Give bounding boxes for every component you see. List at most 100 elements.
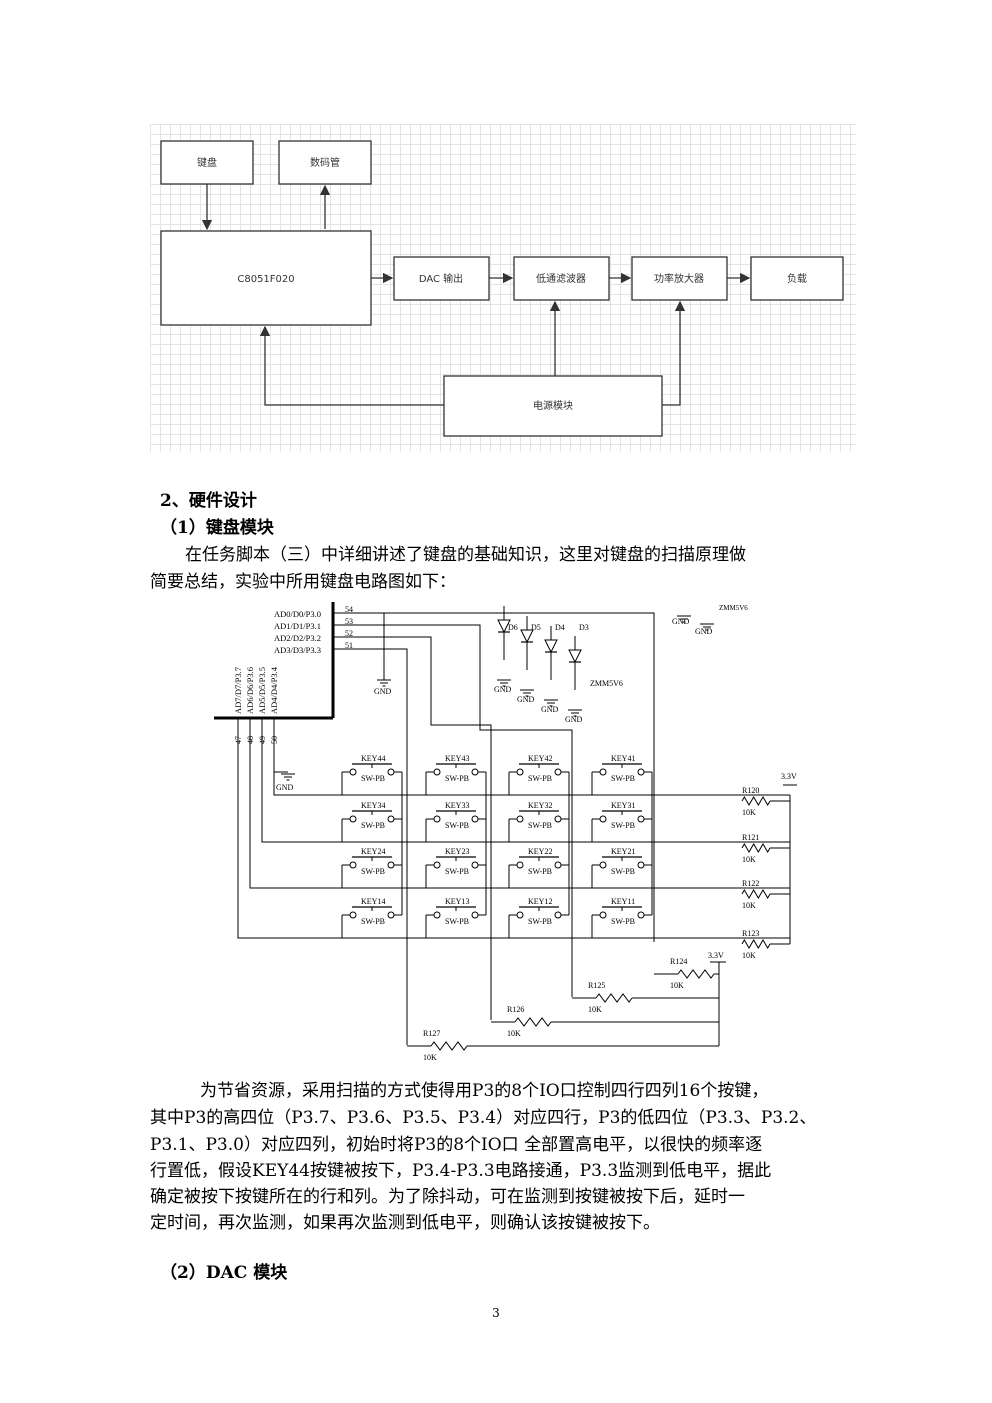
switch-contact xyxy=(599,815,607,823)
explain-paragraph-line: 其中P3的高四位（P3.7、P3.6、P3.5、P3.4）对应四行，P3的低四位… xyxy=(150,1108,817,1128)
key-label: KEY44 xyxy=(361,754,385,763)
switch-contact xyxy=(637,911,645,919)
vcc-label: 3.3V xyxy=(781,772,797,781)
key-label: KEY31 xyxy=(611,801,635,810)
port-pin-label: AD3/D3/P3.3 xyxy=(274,645,321,655)
gnd-label: GND xyxy=(517,695,535,704)
switch-contact xyxy=(433,861,441,869)
switch-type-label: SW-PB xyxy=(445,867,469,876)
pin-number: 52 xyxy=(345,629,353,638)
wire xyxy=(249,718,790,889)
display-label: 数码管 xyxy=(310,156,340,169)
diode-label: D3 xyxy=(579,623,589,632)
wire xyxy=(273,718,790,796)
switch-type-label: SW-PB xyxy=(361,774,385,783)
row-resistor xyxy=(741,843,771,853)
key-label: KEY41 xyxy=(611,754,635,763)
gnd-label: GND xyxy=(695,627,713,636)
keyboard-label: 键盘 xyxy=(197,156,217,169)
explain-paragraph-line: 为节省资源，采用扫描的方式使得用P3的8个IO口控制四行四列16个按键， xyxy=(200,1081,769,1101)
switch-type-label: SW-PB xyxy=(528,774,552,783)
wire xyxy=(333,612,655,942)
gnd-label: GND xyxy=(276,783,294,792)
load-label: 负载 xyxy=(787,272,807,285)
gnd-label: GND xyxy=(541,705,559,714)
column-resistor xyxy=(677,969,715,979)
switch-type-label: SW-PB xyxy=(528,917,552,926)
switch-contact xyxy=(554,911,562,919)
gnd-label: GND xyxy=(565,715,583,724)
switch-type-label: SW-PB xyxy=(361,917,385,926)
mcu-block xyxy=(160,230,372,326)
resistor-value: 10K xyxy=(742,951,756,960)
resistor-label: R123 xyxy=(742,929,759,938)
switch-contact xyxy=(637,815,645,823)
resistor-value: 10K xyxy=(742,855,756,864)
column-resistor xyxy=(595,993,633,1003)
system-block-diagram: 键盘 数码管 C8051F020 DAC 输出 低通滤波器 功率放大器 负载 电… xyxy=(150,124,856,452)
explain-paragraph-line: 定时间，再次监测，如果再次监测到低电平，则确认该按键被按下。 xyxy=(150,1213,660,1233)
power-block xyxy=(443,375,663,437)
key-label: KEY12 xyxy=(528,897,552,906)
diode-label: D4 xyxy=(555,623,565,632)
intro-paragraph-line: 在任务脚本（三）中详细讲述了键盘的基础知识，这里对键盘的扫描原理做 xyxy=(185,545,746,565)
resistor-label: R124 xyxy=(670,957,687,966)
gnd-label: GND xyxy=(374,687,392,696)
power-label: 电源模块 xyxy=(533,399,573,412)
key-label: KEY24 xyxy=(361,847,385,856)
resistor-value: 10K xyxy=(742,901,756,910)
resistor-value: 10K xyxy=(423,1053,437,1062)
switch-contact xyxy=(433,911,441,919)
switch-contact xyxy=(599,861,607,869)
switch-contact xyxy=(387,768,395,776)
resistor-label: R122 xyxy=(742,879,759,888)
switch-type-label: SW-PB xyxy=(445,917,469,926)
switch-contact xyxy=(599,768,607,776)
mcu-label: C8051F020 xyxy=(237,274,294,285)
zener-label: ZMM5V6 xyxy=(719,604,748,612)
switch-contact xyxy=(349,911,357,919)
load-block xyxy=(750,256,844,301)
switch-contact xyxy=(433,815,441,823)
switch-contact xyxy=(387,815,395,823)
explain-paragraph-line: 行置低，假设KEY44按键被按下，P3.4-P3.3电路接通，P3.3监测到低电… xyxy=(150,1161,772,1181)
resistor-value: 10K xyxy=(588,1005,602,1014)
switch-contact xyxy=(471,861,479,869)
subsection-keyboard-heading: （1）键盘模块 xyxy=(160,518,274,538)
switch-contact xyxy=(554,861,562,869)
port-pin-label: AD5/D5/P3.5 xyxy=(257,667,267,714)
zener-diode xyxy=(544,639,558,654)
key-label: KEY33 xyxy=(445,801,469,810)
vcc-label: 3.3V xyxy=(708,951,724,960)
row-resistor xyxy=(741,939,771,949)
switch-contact xyxy=(471,768,479,776)
amp-label: 功率放大器 xyxy=(654,272,704,285)
resistor-value: 10K xyxy=(742,808,756,817)
row-resistor xyxy=(741,889,771,899)
resistor-value: 10K xyxy=(670,981,684,990)
switch-contact xyxy=(516,768,524,776)
resistor-label: R121 xyxy=(742,833,759,842)
lpf-block xyxy=(513,256,610,301)
switch-contact xyxy=(471,911,479,919)
diode-label: D5 xyxy=(531,623,541,632)
row-resistor xyxy=(741,796,771,806)
port-pin-label: AD0/D0/P3.0 xyxy=(274,609,321,619)
wire xyxy=(261,718,790,843)
wire xyxy=(237,718,790,939)
switch-type-label: SW-PB xyxy=(445,821,469,830)
switch-type-label: SW-PB xyxy=(611,867,635,876)
switch-type-label: SW-PB xyxy=(528,821,552,830)
port-pin-label: AD2/D2/P3.2 xyxy=(274,633,321,643)
page-number: 3 xyxy=(492,1306,500,1320)
switch-type-label: SW-PB xyxy=(445,774,469,783)
lpf-label: 低通滤波器 xyxy=(536,272,586,285)
key-label: KEY14 xyxy=(361,897,385,906)
resistor-value: 10K xyxy=(507,1029,521,1038)
switch-type-label: SW-PB xyxy=(611,917,635,926)
intro-paragraph-line: 简要总结，实验中所用键盘电路图如下： xyxy=(150,572,456,592)
key-label: KEY11 xyxy=(611,897,635,906)
pin-number: 53 xyxy=(345,617,353,626)
port-pin-label: AD6/D6/P3.6 xyxy=(245,667,255,714)
